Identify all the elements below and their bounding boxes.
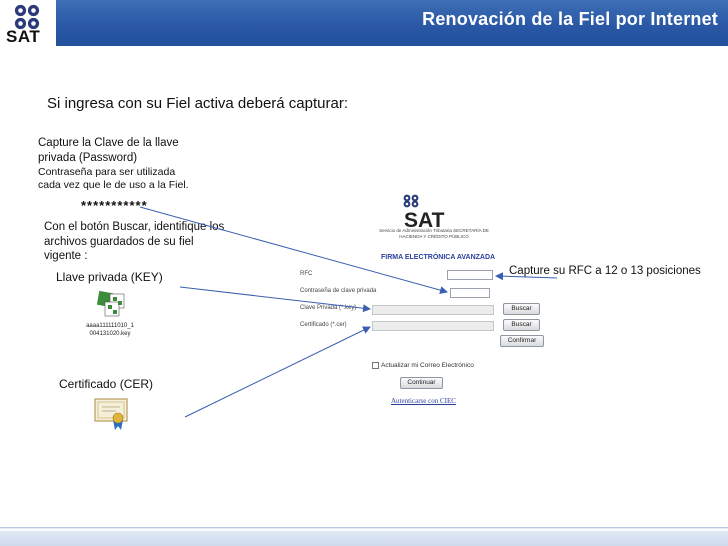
continuar-button[interactable]: Continuar (400, 377, 443, 389)
key-file-icon (96, 290, 125, 317)
key-label: Llave privada (KEY) (56, 270, 163, 284)
password-input[interactable] (450, 288, 490, 298)
buscar-key-button[interactable]: Buscar (503, 303, 540, 315)
cert-path-input[interactable] (372, 321, 494, 331)
password-note-line3: Contraseña para ser utilizada (38, 166, 176, 178)
key-path-input[interactable] (372, 305, 494, 315)
confirmar-button[interactable]: Confirmar (500, 335, 544, 347)
form-logo-subtitle: Servicio de Administración Tributaria SE… (379, 228, 489, 239)
footer-highlight (0, 529, 728, 531)
password-label: Contraseña de clave privada (300, 288, 377, 294)
certificate-file-icon (94, 398, 128, 430)
password-note-line2: privada (Password) (38, 152, 138, 164)
footer-bar (0, 527, 728, 546)
cer-label: Certificado (CER) (59, 377, 154, 391)
page-title: Renovación de la Fiel por Internet (422, 9, 718, 29)
subtitle: Si ingresa con su Fiel activa deberá cap… (47, 95, 348, 112)
ciec-auth-link[interactable]: Autenticarse con CIEC (391, 397, 456, 405)
rfc-note: Capture su RFC a 12 o 13 posiciones (509, 265, 701, 277)
update-email-checkbox[interactable] (372, 362, 379, 369)
key-path-label: Clave Privada (*.key) (300, 305, 357, 311)
password-mask: *********** (81, 198, 148, 213)
buscar-cert-button[interactable]: Buscar (503, 319, 540, 331)
form-header: FIRMA ELECTRÓNICA AVANZADA (381, 254, 496, 261)
sat-logo-icon (14, 4, 40, 30)
arrow-cert (184, 326, 371, 418)
sat-logo: SAT (0, 0, 56, 46)
buscar-note-line2: archivos guardados de su fiel (44, 236, 194, 248)
cert-path-label: Certificado (*.cer) (300, 322, 347, 328)
rfc-input[interactable] (447, 270, 493, 280)
buscar-note-line1: Con el botón Buscar, identifique los (44, 221, 225, 233)
password-note-line1: Capture la Clave de la llave (38, 137, 179, 149)
password-note-line4: cada vez que le de uso a la Fiel. (38, 179, 189, 191)
logo-text: SAT (6, 27, 41, 46)
title-bar: SAT Renovación de la Fiel por Internet (0, 0, 728, 46)
key-file-caption: aaaa111111010_1 004131020.key (86, 323, 134, 337)
buscar-note-line3: vigente : (44, 250, 88, 262)
rfc-label: RFC (300, 271, 313, 277)
form-sat-logo-icon (403, 194, 419, 208)
update-email-label: Actualizar mi Correo Electrónico (381, 362, 474, 369)
